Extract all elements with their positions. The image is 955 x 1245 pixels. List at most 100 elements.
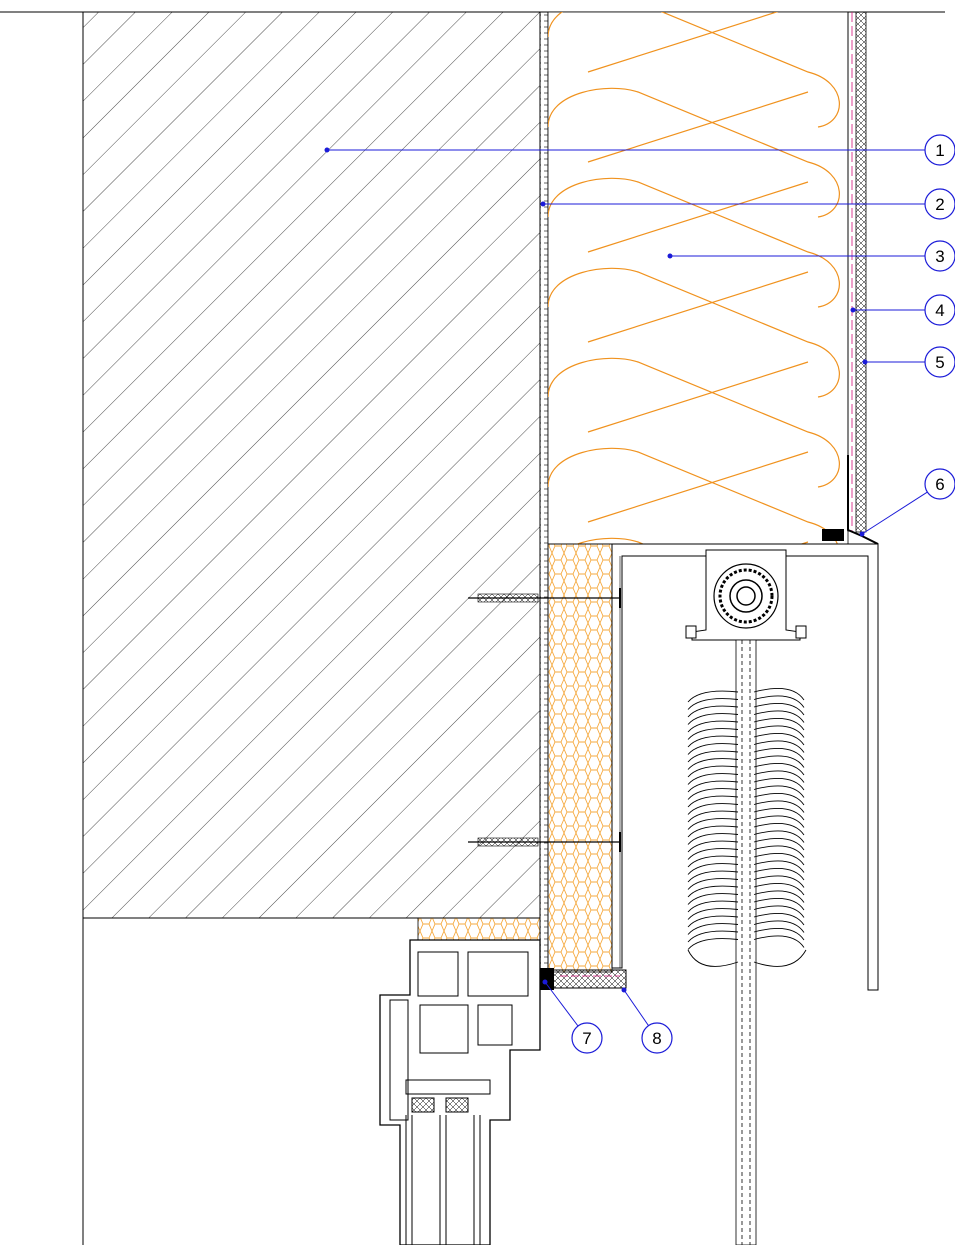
callout-leader [623,989,649,1026]
render-layer [847,11,867,533]
shutter-slat-right [753,785,805,798]
shutter-slat-right [753,695,805,708]
anchor-screw-lower [468,832,621,852]
callout-anchor-dot [542,979,548,985]
shutter-slat-left [687,908,739,920]
shutter-slat-right [753,687,805,701]
callout-number: 8 [652,1029,661,1048]
shutter-slat-right [753,815,805,828]
shutter-slat-right [753,762,805,776]
callout-6: 6 [859,468,955,537]
shutter-slat-right [753,890,805,903]
shutter-slats [687,687,807,967]
callout-marker [924,294,955,326]
callout-anchor-dot [859,531,865,537]
callout-anchor-dot [621,987,627,993]
shutter-slat-left [687,915,739,928]
shutter-slat-left [687,855,739,868]
shutter-slat-right [753,867,805,881]
shutter-slat-left [687,848,739,860]
insulation-layer [547,11,849,545]
shutter-slat-right [753,702,805,716]
shutter-slat-right [753,845,805,858]
shutter-box [611,543,879,991]
shutter-slat-right [753,875,805,888]
shutter-slat-right [753,860,805,873]
callout-8: 8 [621,987,673,1054]
shutter-slat-right [753,807,805,821]
callout-number: 1 [935,141,944,160]
shutter-slat-left [687,930,739,943]
adhesive-layer [539,11,549,973]
shutter-guide [735,639,757,1245]
callout-marker [571,1022,603,1054]
shutter-slat-right [753,905,805,918]
shutter-slat-left [687,788,739,800]
shutter-slat-right [753,830,805,843]
shutter-slat-left [687,698,739,710]
callout-marker [924,188,955,220]
shutter-slat-left [687,713,739,725]
shutter-slat-left [687,833,739,845]
callout-marker [924,468,955,500]
shutter-slat-left [687,863,739,875]
callout-number: 4 [935,301,944,320]
shutter-slat-right [753,755,805,768]
callout-3: 3 [667,240,955,272]
shutter-slat-left [687,690,739,703]
shutter-slat-left [687,818,739,830]
roller-shaft [685,549,807,641]
shutter-slat-left [687,803,739,815]
callout-leader [544,981,579,1027]
anchor-screw-upper [468,588,621,608]
callout-marker [924,134,955,166]
callout-number: 3 [935,247,944,266]
shutter-slat-left [687,758,739,770]
shutter-slat-left [687,923,739,935]
shutter-slat-left [687,893,739,905]
shutter-slat-right [753,792,805,806]
shutter-slat-left [687,840,739,853]
window-frame [379,939,541,1245]
shutter-slat-left [687,780,739,793]
shutter-slat-left [687,743,739,755]
shutter-slat-right [753,927,805,941]
shutter-slat-right [753,717,805,731]
callout-7: 7 [542,979,603,1054]
callout-anchor-dot [850,307,856,313]
drip-profile [822,455,879,545]
shutter-slat-right [753,912,805,926]
callout-anchor-dot [862,359,868,365]
lintel-board [540,968,627,990]
callouts: 1 2 3 4 5 6 7 8 [324,134,955,1054]
shutter-slat-left [687,750,739,763]
callout-5: 5 [862,346,955,378]
callout-leader [861,491,928,535]
shutter-slat-right [753,770,805,783]
callout-anchor-dot [540,201,546,207]
callout-2: 2 [540,188,955,220]
callout-number: 2 [935,195,944,214]
shutter-slat-right [753,740,805,753]
shutter-slat-left [687,705,739,718]
shutter-slat-left [687,765,739,778]
shutter-slat-right [753,935,805,948]
shutter-slat-bottom [687,949,807,967]
shutter-slat-left [687,938,739,950]
callout-anchor-dot [324,147,330,153]
shutter-slat-right [753,837,805,851]
shutter-slat-right [753,897,805,911]
callout-1: 1 [324,134,955,166]
shutter-slat-left [687,795,739,808]
shutter-slat-left [687,735,739,748]
shutter-slat-right [753,852,805,866]
callout-marker [641,1022,673,1054]
callout-number: 6 [935,475,944,494]
shutter-slat-left [687,728,739,740]
callout-marker [924,240,955,272]
shutter-slat-right [753,725,805,738]
shutter-slat-right [753,732,805,746]
shutter-slat-right [753,920,805,933]
